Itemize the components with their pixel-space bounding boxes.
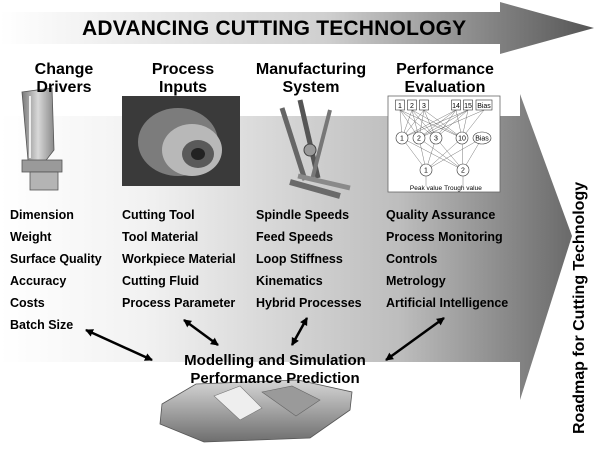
nn-output-caption: Peak value <box>410 185 443 192</box>
nn-input-node <box>475 99 493 111</box>
list-item: Costs <box>10 296 45 310</box>
nn-output-node <box>419 163 433 177</box>
nn-input-node <box>395 99 405 111</box>
nn-input-node <box>451 99 461 111</box>
top-arrow <box>0 2 594 54</box>
machine-image <box>279 99 351 199</box>
list-item: Feed Speeds <box>256 230 334 244</box>
diagram-title: ADVANCING CUTTING TECHNOLOGY <box>82 17 467 40</box>
heading-line: Change <box>34 61 94 78</box>
tool-holder-image <box>122 96 240 186</box>
nn-hidden-label: 1 <box>400 136 404 143</box>
nn-input-label: 14 <box>452 103 460 110</box>
nn-output-node <box>456 163 470 177</box>
nn-hidden-label: 3 <box>434 136 438 143</box>
nn-input-label: 1 <box>398 103 402 110</box>
list-item: Process Parameter <box>122 296 236 310</box>
heading-manufacturing-system: Manufacturing System <box>250 61 372 97</box>
list-item: Tool Material <box>122 230 199 244</box>
list-item: Spindle Speeds <box>256 208 350 222</box>
list-item: Dimension <box>10 208 74 222</box>
nn-hidden-node <box>429 131 443 145</box>
list-item: Surface Quality <box>10 252 102 266</box>
arrow-manufacturing-system <box>290 317 309 346</box>
list-item: Weight <box>10 230 52 244</box>
nn-input-label: Bias <box>477 103 491 110</box>
list-item: Quality Assurance <box>386 208 496 222</box>
nn-input-label: 2 <box>410 103 414 110</box>
nn-input-label: 15 <box>464 103 472 110</box>
list-item: Accuracy <box>10 274 67 288</box>
list-item: Controls <box>386 252 438 266</box>
center-line: Performance Prediction <box>190 370 360 387</box>
list-item: Metrology <box>386 274 446 288</box>
connector-arrows <box>85 316 445 362</box>
heading-line: Performance <box>396 61 494 78</box>
heading-line: Drivers <box>36 79 92 96</box>
nn-hidden-node <box>472 131 492 145</box>
nn-output-label: 1 <box>424 168 428 175</box>
heading-performance-evaluation: Performance Evaluation <box>385 61 505 97</box>
list-item: Batch Size <box>10 318 74 332</box>
nn-output-label: 2 <box>461 168 465 175</box>
nn-hidden-label: 2 <box>417 136 421 143</box>
nn-input-label: 3 <box>422 103 426 110</box>
heading-line: Inputs <box>159 79 207 96</box>
heading-line: Manufacturing <box>255 61 367 78</box>
side-label-roadmap: Roadmap for Cutting Technology <box>571 181 588 434</box>
list-item: Kinematics <box>256 274 323 288</box>
list-item: Artificial Intelligence <box>386 296 509 310</box>
heading-line: Evaluation <box>404 79 486 96</box>
arrow-change-drivers <box>85 328 153 362</box>
turbine-blade-image <box>21 87 63 191</box>
heading-line: Process <box>151 61 215 78</box>
list-item: Loop Stiffness <box>256 252 343 266</box>
heading-process-inputs: Process Inputs <box>133 61 233 97</box>
list-item: Cutting Fluid <box>122 274 200 288</box>
nn-output-caption: Trough value <box>444 185 482 192</box>
list-item: Cutting Tool <box>122 208 195 222</box>
arrow-process-inputs <box>183 318 219 347</box>
center-line: Modelling and Simulation <box>184 352 366 369</box>
nn-hidden-label: Bias <box>475 136 489 143</box>
nn-hidden-node <box>395 131 409 145</box>
heading-line: System <box>282 79 340 96</box>
arrow-performance-evaluation <box>385 316 445 362</box>
list-item: Workpiece Material <box>122 252 236 266</box>
nn-input-node <box>463 99 473 111</box>
list-item: Process Monitoring <box>386 230 503 244</box>
nn-hidden-node <box>455 131 469 145</box>
nn-input-node <box>419 99 429 111</box>
nn-hidden-node <box>412 131 426 145</box>
heading-change-drivers: Change Drivers <box>14 61 114 97</box>
list-item: Hybrid Processes <box>256 296 362 310</box>
workpiece-image <box>159 379 353 443</box>
nn-input-node <box>407 99 417 111</box>
nn-hidden-label: 10 <box>458 136 466 143</box>
modelling-simulation-label: Modelling and Simulation Performance Pre… <box>155 352 395 388</box>
